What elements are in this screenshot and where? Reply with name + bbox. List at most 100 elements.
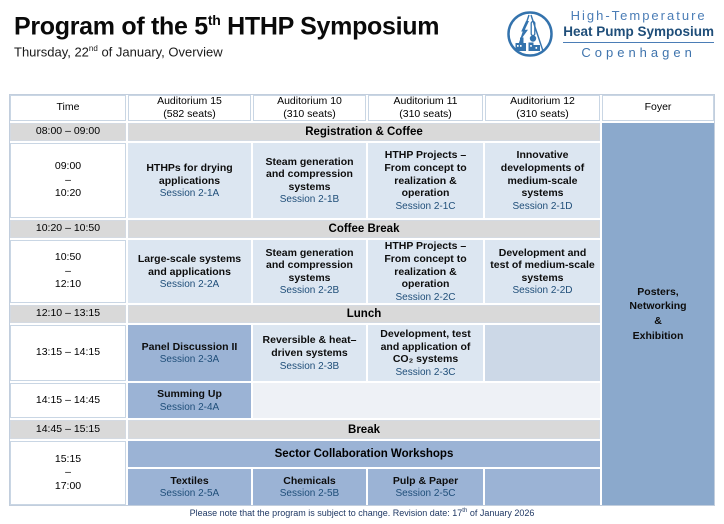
band-registration-coffee: Registration & Coffee [128, 123, 600, 141]
time-cell-lunch: 12:10 – 13:15 [10, 305, 126, 323]
session-cell-2-2d: Development and test of medium-scale sys… [485, 240, 600, 303]
session-code: Session 2-1B [279, 194, 340, 206]
logo-line-high-temperature: High-Temperature [570, 8, 707, 23]
session-title: Innovative developments of medium-scale … [500, 149, 585, 200]
time-cell-registration: 08:00 – 09:00 [10, 123, 126, 141]
session-code: Session 2-5A [159, 488, 220, 500]
column-seats: (310 seats) [516, 108, 569, 120]
session-code: Session 2-1A [159, 188, 220, 200]
session-title: Steam generation and compression systems [265, 246, 354, 284]
session-code: Session 2-2B [279, 285, 340, 297]
column-header-auditorium-12: Auditorium 12(310 seats) [485, 95, 600, 121]
session-code: Session 2-3B [279, 360, 340, 372]
column-header-auditorium-15: Auditorium 15(582 seats) [128, 95, 251, 121]
time-line: 12:10 [54, 278, 82, 291]
session-code: Session 2-3C [395, 366, 456, 378]
session-title: Pulp & Paper [392, 474, 459, 487]
column-label: Time [56, 101, 80, 114]
column-header-auditorium-10: Auditorium 10(310 seats) [253, 95, 366, 121]
column-label: Auditorium 11 [393, 95, 458, 107]
empty-cell-auditorium-12 [485, 325, 600, 381]
foyer-line: Exhibition [632, 329, 684, 342]
session-cell-2-5b: Chemicals Session 2-5B [253, 469, 366, 505]
time-cell-1415-1445: 14:15 – 14:45 [10, 383, 126, 418]
time-cell-0900-1020: 09:00 – 10:20 [10, 143, 126, 218]
column-header-time: Time [10, 95, 126, 121]
session-title: Development, test and application of CO₂… [380, 328, 471, 366]
column-header-foyer: Foyer [602, 95, 714, 121]
time-cell-1050-1210: 10:50 – 12:10 [10, 240, 126, 303]
session-cell-2-2c: HTHP Projects – From concept to realizat… [368, 240, 483, 303]
band-coffee-break: Coffee Break [128, 220, 600, 238]
session-cell-2-2b: Steam generation and compression systems… [253, 240, 366, 303]
time-line: 10:20 [54, 187, 82, 200]
session-cell-2-2a: Large-scale systems and applications Ses… [128, 240, 251, 303]
session-code: Session 2-5C [395, 488, 456, 500]
session-cell-2-1b: Steam generation and compression systems… [253, 143, 366, 218]
hthp-logo-icon [507, 11, 553, 57]
symposium-logo: High-Temperature Heat Pump Symposium Cop… [506, 8, 714, 60]
session-title: Summing Up [157, 388, 222, 401]
session-code: Session 2-2D [512, 285, 573, 297]
logo-line-heat-pump-symposium: Heat Pump Symposium [563, 24, 714, 39]
band-lunch: Lunch [128, 305, 600, 323]
session-cell-2-5c: Pulp & Paper Session 2-5C [368, 469, 483, 505]
session-code: Session 2-1C [395, 200, 456, 212]
column-seats: (310 seats) [283, 108, 336, 120]
footer-note: Please note that the program is subject … [189, 508, 535, 518]
session-title: Steam generation and compression systems [265, 155, 354, 193]
page-header: Program of the 5th HTHP Symposium Thursd… [14, 12, 439, 60]
session-cell-2-3b: Reversible & heat–driven systems Session… [253, 325, 366, 381]
session-title: HTHPs for drying applications [146, 161, 233, 187]
time-line: 17:00 [54, 479, 82, 492]
foyer-line: Posters, [637, 285, 679, 298]
time-cell-1515-1700: 15:15 – 17:00 [10, 441, 126, 505]
session-code: Session 2-3A [159, 354, 220, 366]
time-line: – [65, 264, 71, 277]
session-title: HTHP Projects – From concept to realizat… [384, 240, 467, 291]
session-title: Development and test of medium-scale sys… [490, 246, 595, 284]
time-cell-1315-1415: 13:15 – 14:15 [10, 325, 126, 381]
logo-text: High-Temperature Heat Pump Symposium Cop… [563, 8, 714, 60]
session-title: Textiles [170, 474, 209, 487]
session-title: Large-scale systems and applications [137, 252, 242, 278]
session-code: Session 2-2C [395, 291, 456, 303]
session-title: Chemicals [283, 474, 336, 487]
session-cell-2-4a: Summing Up Session 2-4A [128, 383, 251, 418]
empty-cell-workshops-auditorium-12 [485, 469, 600, 505]
session-code: Session 2-1D [512, 200, 573, 212]
band-break: Break [128, 420, 600, 439]
logo-line-copenhagen: Copenhagen [581, 45, 696, 60]
program-table: Time Auditorium 15(582 seats) Auditorium… [9, 94, 715, 506]
band-sector-collaboration-workshops: Sector Collaboration Workshops [128, 441, 600, 467]
foyer-cell: Posters, Networking & Exhibition [602, 123, 714, 505]
column-seats: (582 seats) [163, 108, 216, 120]
session-code: Session 2-2A [159, 279, 220, 291]
foyer-line: & [654, 315, 662, 327]
time-cell-coffee-break: 10:20 – 10:50 [10, 220, 126, 238]
foyer-line: Networking [629, 300, 687, 313]
page-subtitle: Thursday, 22nd of January, Overview [14, 44, 223, 60]
time-line: – [65, 173, 71, 186]
session-title: HTHP Projects – From concept to realizat… [384, 149, 467, 200]
column-label: Auditorium 10 [277, 95, 342, 107]
column-header-auditorium-11: Auditorium 11(310 seats) [368, 95, 483, 121]
session-title: Panel Discussion II [141, 340, 238, 353]
session-cell-2-1d: Innovative developments of medium-scale … [485, 143, 600, 218]
logo-divider [563, 42, 714, 43]
column-seats: (310 seats) [399, 108, 452, 120]
time-cell-break: 14:45 – 15:15 [10, 420, 126, 439]
time-line: 15:15 [54, 452, 82, 465]
column-label: Foyer [644, 101, 672, 114]
session-code: Session 2-4A [159, 401, 220, 413]
empty-cell-row-1415 [253, 383, 600, 418]
session-cell-2-3a: Panel Discussion II Session 2-3A [128, 325, 251, 381]
page-title: Program of the 5th HTHP Symposium [14, 12, 440, 41]
session-code: Session 2-5B [279, 488, 340, 500]
time-line: 09:00 [54, 160, 82, 173]
session-title: Reversible & heat–driven systems [262, 334, 357, 359]
session-cell-2-1c: HTHP Projects – From concept to realizat… [368, 143, 483, 218]
time-line: 10:50 [54, 251, 82, 264]
session-cell-2-1a: HTHPs for drying applications Session 2-… [128, 143, 251, 218]
time-line: – [65, 466, 71, 479]
